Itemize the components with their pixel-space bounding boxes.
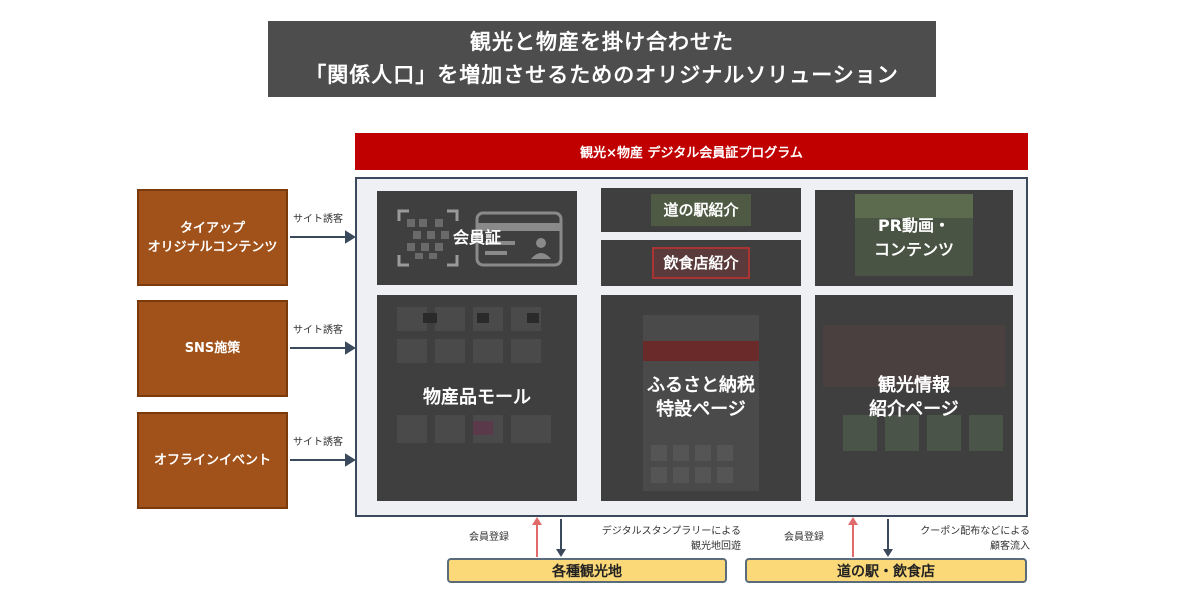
right-register-label: 会員登録	[784, 532, 824, 543]
left-flow-line-1: デジタルスタンプラリーによる	[601, 526, 741, 537]
panel-membership-card[interactable]: 会員証	[377, 191, 577, 285]
roadside-restaurants-box: 道の駅・飲食店	[745, 558, 1027, 583]
tourism-page-preview	[823, 325, 1005, 451]
panel-product-mall[interactable]: 物産品モール	[377, 295, 577, 501]
panel-pr-video[interactable]: PR動画・ コンテンツ	[815, 190, 1013, 286]
right-flow-line-1: クーポン配布などによる	[920, 526, 1030, 537]
product-grid-preview	[397, 307, 551, 443]
source-tieup-line-1: タイアップ	[179, 220, 245, 236]
left-flow-line-2: 観光地回遊	[691, 541, 741, 552]
roadside-station-label: 道の駅紹介	[663, 201, 739, 219]
furusato-page-preview	[643, 315, 759, 491]
pr-video-label-1: PR動画・	[877, 216, 951, 235]
panel-tourism-info[interactable]: 観光情報 紹介ページ	[815, 295, 1013, 501]
source-sns: SNS施策	[137, 300, 288, 397]
panel-roadside-station[interactable]: 道の駅紹介	[601, 188, 801, 232]
membership-card-label: 会員証	[452, 228, 501, 247]
panel-furusato-nozei[interactable]: ふるさと納税 特設ページ	[601, 295, 801, 501]
title-line-1: 観光と物産を掛け合わせた	[470, 30, 734, 54]
source-tieup: タイアップ オリジナルコンテンツ	[137, 189, 288, 286]
tourism-label-2: 紹介ページ	[869, 399, 959, 420]
product-mall-label: 物産品モール	[423, 387, 531, 408]
furusato-label-2: 特設ページ	[656, 399, 746, 420]
arrow-label-2: サイト誘客	[293, 325, 343, 336]
title-line-2: 「関係人口」を増加させるためのオリジナルソリューション	[305, 63, 899, 87]
left-register-label: 会員登録	[469, 532, 509, 543]
source-arrows	[290, 230, 356, 467]
source-tieup-line-2: オリジナルコンテンツ	[147, 239, 278, 255]
source-offline-event: オフラインイベント	[137, 412, 288, 509]
source-sns-line-1: SNS施策	[184, 341, 241, 356]
program-banner: 観光×物産 デジタル会員証プログラム	[355, 133, 1028, 170]
source-offline-line-1: オフラインイベント	[153, 453, 271, 468]
tourism-label-1: 観光情報	[877, 375, 950, 396]
bottom-arrows	[532, 517, 893, 557]
furusato-label-1: ふるさと納税	[647, 375, 755, 396]
pr-video-label-2: コンテンツ	[873, 240, 954, 259]
title-banner: 観光と物産を掛け合わせた 「関係人口」を増加させるためのオリジナルソリューション	[268, 21, 936, 97]
restaurants-label: 飲食店紹介	[663, 254, 739, 272]
qr-card-icon	[397, 209, 563, 267]
right-flow-line-2: 顧客流入	[990, 541, 1030, 552]
right-flow-label: クーポン配布などによる 顧客流入	[900, 524, 1030, 554]
tourist-spots-box: 各種観光地	[447, 558, 727, 583]
arrow-label-1: サイト誘客	[293, 214, 343, 225]
left-flow-label: デジタルスタンプラリーによる 観光地回遊	[571, 524, 741, 554]
panel-restaurants[interactable]: 飲食店紹介	[601, 240, 801, 286]
arrow-label-3: サイト誘客	[293, 437, 343, 448]
